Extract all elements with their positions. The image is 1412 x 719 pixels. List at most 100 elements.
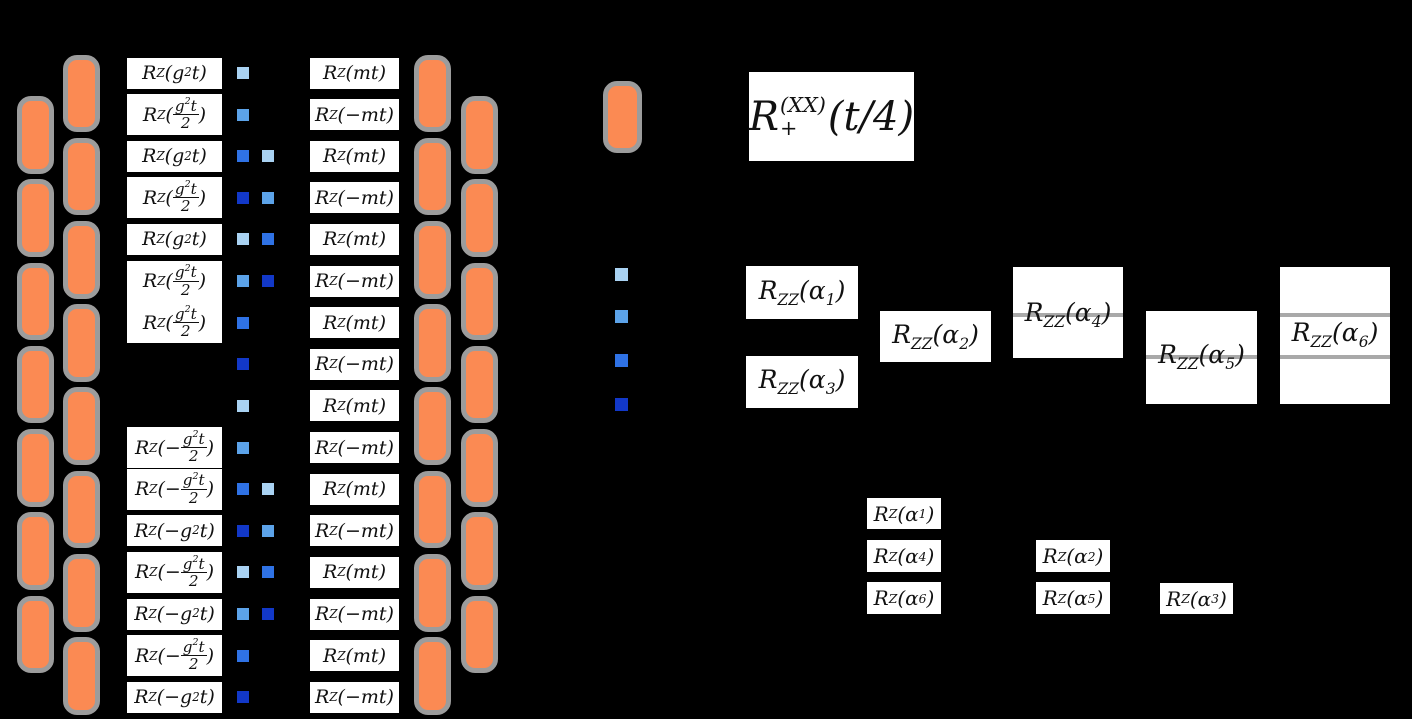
two-qubit-pill-gate [414, 304, 451, 382]
coupling-square [237, 691, 249, 704]
two-qubit-pill-gate [63, 220, 100, 299]
coupling-square [262, 608, 274, 621]
coupling-square [237, 358, 249, 371]
coupling-square [237, 524, 249, 537]
legend-coupling-square [615, 268, 628, 281]
rzz-gate-label: RZZ(α4) [1024, 297, 1112, 331]
rzz-gate-label: RZZ(α5) [1158, 339, 1245, 373]
two-qubit-pill-gate [17, 345, 54, 424]
two-qubit-pill-gate [461, 595, 498, 674]
two-qubit-pill-gate [63, 470, 100, 549]
two-qubit-pill-gate [414, 387, 451, 466]
rzz-gate-label: RZZ(α2) [892, 319, 979, 353]
coupling-square [237, 233, 249, 246]
legend-coupling-square [615, 398, 628, 411]
two-qubit-pill-gate [63, 304, 100, 382]
coupling-square [237, 608, 249, 621]
coupling-square [262, 275, 274, 288]
coupling-square [262, 233, 274, 246]
coupling-square [262, 191, 274, 204]
coupling-square [262, 566, 274, 579]
coupling-square [262, 524, 274, 537]
two-qubit-pill-gate [461, 179, 498, 257]
coupling-square [237, 649, 249, 662]
two-qubit-pill-gate [414, 637, 451, 715]
rxx-gate-box: R(XX)+(t/4) [749, 72, 914, 161]
coupling-square [237, 150, 249, 163]
two-qubit-pill-gate [461, 512, 498, 590]
two-qubit-pill-gate [63, 637, 100, 715]
two-qubit-pill-gate [17, 262, 54, 341]
wire-line [1013, 313, 1123, 317]
legend-coupling-square [615, 354, 628, 367]
two-qubit-pill-gate [414, 470, 451, 549]
two-qubit-pill-gate [17, 512, 54, 590]
coupling-square [237, 399, 249, 412]
two-qubit-pill-gate [17, 595, 54, 674]
wire-line [1280, 313, 1390, 317]
wire-line [1280, 355, 1390, 359]
coupling-square [237, 108, 249, 121]
coupling-square [237, 441, 249, 454]
legend-coupling-square [615, 310, 628, 323]
rzz-gate-label: RZZ(α3) [758, 364, 846, 398]
coupling-square [237, 191, 249, 204]
coupling-square [237, 275, 249, 288]
two-qubit-pill-gate [414, 220, 451, 299]
coupling-square [262, 150, 274, 163]
two-qubit-pill-gate [461, 96, 498, 174]
two-qubit-pill-gate [17, 96, 54, 174]
two-qubit-pill-gate [63, 54, 100, 133]
two-qubit-pill-gate [461, 429, 498, 507]
rzz-gate-box: RZZ(α3) [746, 356, 858, 408]
two-qubit-pill-gate [414, 54, 451, 133]
rzz-gate-box: RZZ(α2) [880, 311, 991, 362]
two-qubit-pill-gate [414, 137, 451, 216]
wire-line [1146, 355, 1257, 359]
legend-pill-gate [603, 81, 642, 153]
rzz-gate-box: RZZ(α6) [1280, 267, 1390, 404]
two-qubit-pill-gate [17, 429, 54, 507]
rzz-gate-box: RZZ(α5) [1146, 311, 1257, 404]
two-qubit-pill-gate [461, 345, 498, 424]
coupling-square [237, 483, 249, 496]
rzz-gate-box: RZZ(α4) [1013, 267, 1123, 358]
coupling-square [237, 316, 249, 329]
two-qubit-pill-gate [414, 553, 451, 632]
two-qubit-pill-gate [63, 553, 100, 632]
coupling-square [237, 67, 249, 79]
